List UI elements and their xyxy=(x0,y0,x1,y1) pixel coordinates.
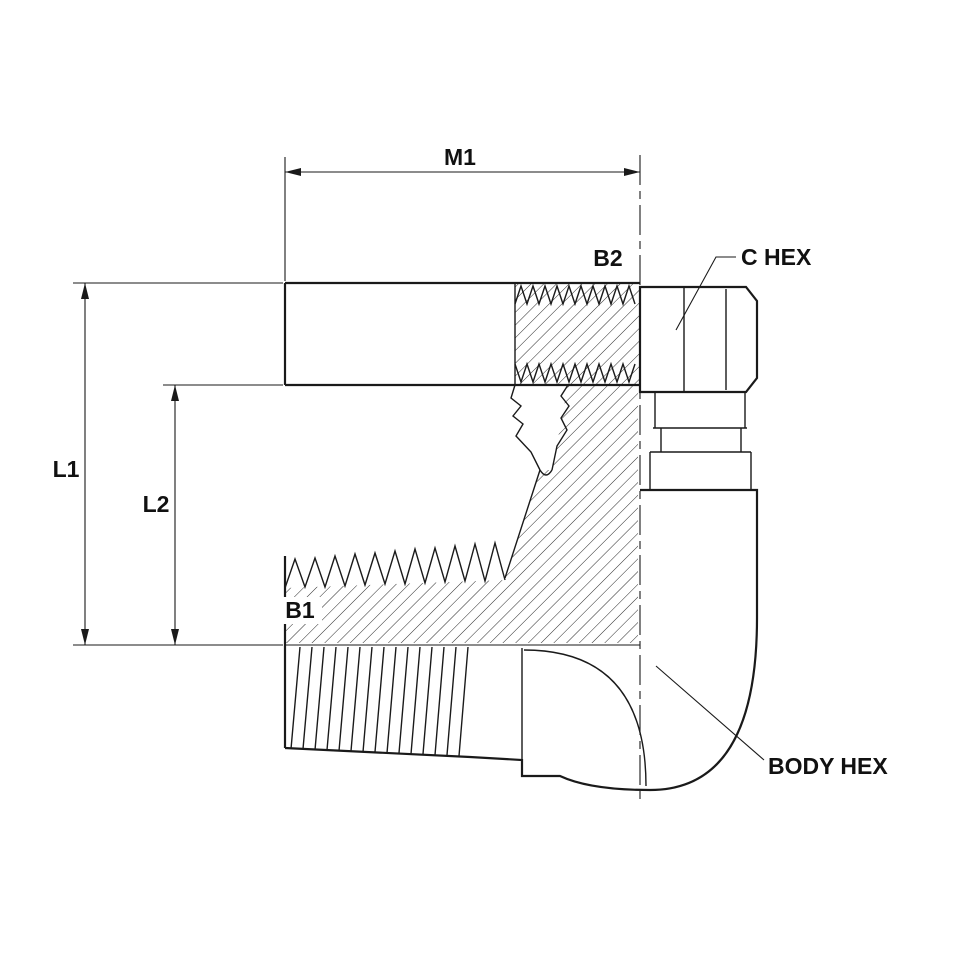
section-hatching xyxy=(285,284,639,643)
callout-c-hex: C HEX xyxy=(675,244,812,331)
swivel-collar-band xyxy=(649,452,752,490)
swivel-nut-facet-lines xyxy=(683,287,727,392)
lower-body-outline xyxy=(284,488,759,792)
callout-label-body-hex: BODY HEX xyxy=(768,753,888,779)
callout-label-b2: B2 xyxy=(593,245,622,271)
dimension-l2: L2 xyxy=(143,384,283,645)
b1-label-halo xyxy=(278,597,322,624)
swivel-sleeve-band-1 xyxy=(653,392,747,429)
l1-arrow-bottom xyxy=(81,629,89,645)
dimension-label-l2: L2 xyxy=(143,491,170,517)
swivel-sleeve-band-2 xyxy=(650,428,751,453)
dimension-label-m1: M1 xyxy=(444,144,476,170)
callout-label-c-hex: C HEX xyxy=(741,244,812,270)
dimension-label-l1: L1 xyxy=(53,456,80,482)
m1-arrow-right xyxy=(624,168,640,176)
l2-arrow-bottom xyxy=(171,629,179,645)
l2-arrow-top xyxy=(171,385,179,401)
c-hex-leader-line xyxy=(675,256,736,331)
upper-arm-outline xyxy=(283,281,640,387)
dimension-m1: M1 xyxy=(284,144,640,281)
male-bore-wall xyxy=(504,469,541,579)
male-thread-teeth xyxy=(284,540,506,590)
bore-funnel-right xyxy=(551,384,570,471)
body-section-hatch xyxy=(285,385,638,643)
callout-label-b1: B1 xyxy=(285,597,315,623)
female-thread-teeth-bottom xyxy=(514,361,636,385)
bore-cone-tip xyxy=(539,469,553,476)
callout-body-hex: BODY HEX xyxy=(655,665,888,779)
body-hex-leader-line xyxy=(655,665,765,761)
swivel-nut-outline xyxy=(638,285,759,394)
female-thread-hatch xyxy=(515,284,639,384)
m1-arrow-left xyxy=(285,168,301,176)
elbow-inner-arc xyxy=(523,649,647,787)
dimension-l1: L1 xyxy=(53,282,283,646)
male-thread-helix-lines xyxy=(290,646,469,757)
l1-arrow-top xyxy=(81,283,89,299)
bore-funnel-left xyxy=(510,384,541,471)
callout-b2: B2 xyxy=(593,245,622,271)
callout-b1: B1 xyxy=(278,597,322,624)
female-thread-teeth-top xyxy=(514,283,636,307)
